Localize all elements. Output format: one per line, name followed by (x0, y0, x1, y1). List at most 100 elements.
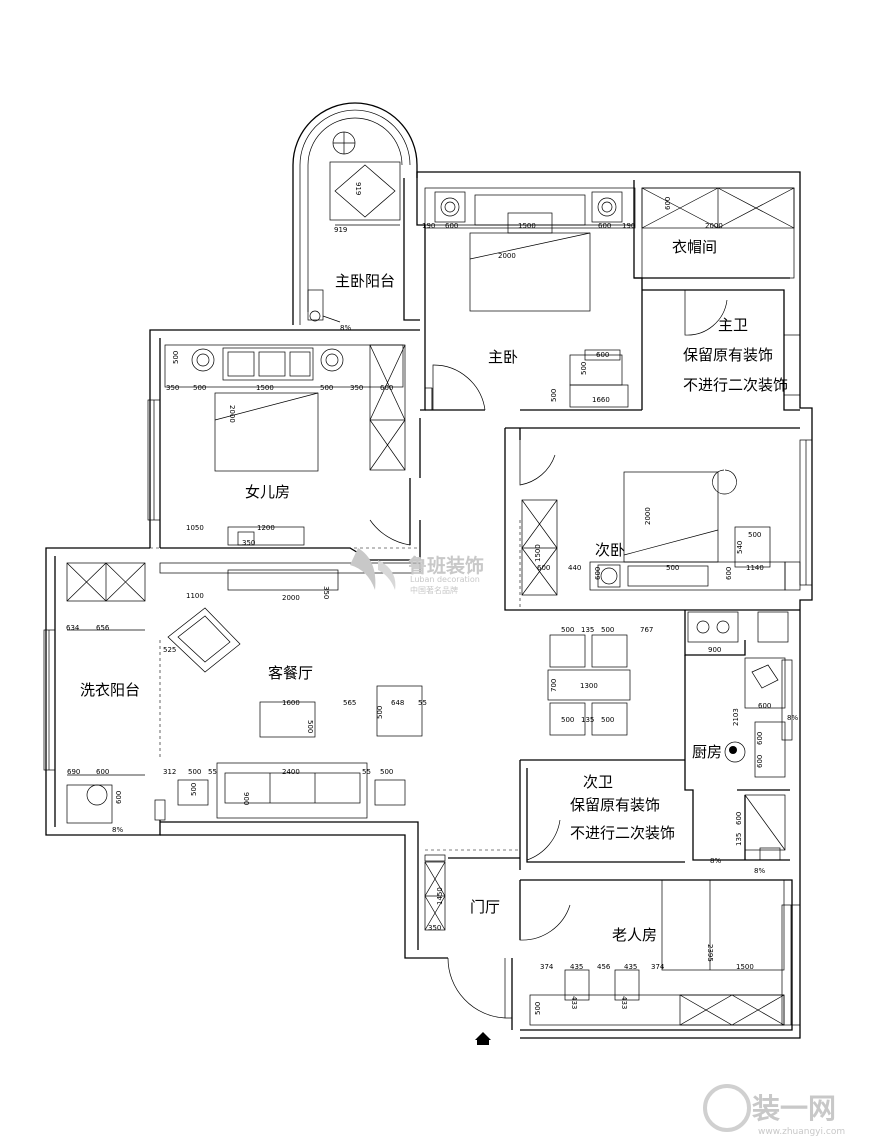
dim: 600 (598, 222, 611, 230)
dim: 900 (242, 792, 250, 805)
label-cloakroom: 衣帽间 (672, 238, 717, 256)
dim: 500 (376, 706, 384, 719)
dim: 456 (597, 963, 611, 971)
dim: 600 (380, 384, 393, 392)
dim: 600 (664, 197, 672, 210)
dim: 600 (445, 222, 458, 230)
dim: 350 (350, 384, 363, 392)
dim: 8% (710, 857, 721, 865)
dim: 500 (666, 564, 679, 572)
dim: 2000 (228, 405, 236, 423)
label-master-bath-2: 保留原有装饰 (683, 346, 773, 364)
dim: 1200 (257, 524, 275, 532)
dim: 500 (601, 626, 614, 634)
label-second-bath-3: 不进行二次装饰 (570, 824, 675, 842)
dim: 433 (570, 996, 578, 1009)
dim: 500 (190, 783, 198, 796)
room-labels: 主卧阳台 主卧 衣帽间 主卫 保留原有装饰 不进行二次装饰 女儿房 次卧 客餐厅… (80, 238, 788, 944)
dim: 2000 (498, 252, 516, 260)
dim: 500 (748, 531, 761, 539)
second-bedroom-furniture (521, 471, 801, 596)
dim: 2400 (282, 768, 300, 776)
label-second-bath-2: 保留原有装饰 (570, 796, 660, 814)
dim: 634 (66, 624, 80, 632)
label-kitchen: 厨房 (692, 743, 722, 761)
dim: 700 (550, 679, 558, 692)
dim: 690 (67, 768, 80, 776)
dim: 525 (163, 646, 176, 654)
dim: 2000 (705, 222, 723, 230)
label-elder-room: 老人房 (612, 926, 657, 944)
dim: 656 (96, 624, 110, 632)
dim: 600 (756, 755, 764, 768)
windows (43, 334, 813, 1026)
dim: 540 (736, 541, 744, 554)
dim: 500 (172, 351, 180, 364)
dim: 600 (537, 564, 550, 572)
label-master-bedroom: 主卧 (488, 348, 518, 366)
dim: 8% (787, 714, 798, 722)
dim: 350 (242, 539, 255, 547)
dim: 1500 (736, 963, 754, 971)
label-master-bath-1: 主卫 (718, 316, 748, 334)
dim: 374 (651, 963, 665, 971)
dim: 500 (561, 626, 574, 634)
dim: 350 (428, 924, 441, 932)
dim: 919 (354, 182, 362, 195)
watermark-site: 装一网 (752, 1092, 836, 1125)
dim: 500 (601, 716, 614, 724)
dim: 600 (735, 812, 743, 825)
dim: 55 (362, 768, 371, 776)
master-bedroom-furniture (424, 187, 795, 411)
label-master-bath-3: 不进行二次装饰 (683, 376, 788, 394)
dim: 1600 (282, 699, 300, 707)
dim: 440 (568, 564, 581, 572)
dim: 8% (340, 324, 351, 332)
dim: 2000 (282, 594, 300, 602)
dim: 1140 (746, 564, 764, 572)
dim: 1450 (436, 887, 444, 905)
daughter-room-furniture (164, 344, 406, 546)
living-dining-furniture (66, 562, 631, 819)
label-daughter-room: 女儿房 (245, 483, 290, 501)
zhuangyi-logo-icon (703, 1084, 751, 1132)
label-laundry-balcony: 洗衣阳台 (80, 681, 140, 699)
dim: 500 (561, 716, 574, 724)
dim: 919 (334, 226, 347, 234)
dim: 190 (622, 222, 635, 230)
foyer-elder (424, 861, 785, 1045)
label-foyer: 门厅 (470, 898, 500, 916)
dim: 350 (322, 586, 330, 599)
watermark-brand: 鲁班装饰 (407, 554, 484, 577)
dim: 8% (112, 826, 123, 834)
openings (150, 225, 686, 851)
luban-logo-accent-icon (378, 560, 396, 590)
dim: 648 (391, 699, 404, 707)
dim: 1050 (186, 524, 204, 532)
watermark-tagline: 中国著名品牌 (410, 585, 458, 595)
label-master-balcony: 主卧阳台 (335, 272, 395, 290)
dim: 600 (756, 732, 764, 745)
doors (369, 290, 737, 1019)
dim: 435 (624, 963, 637, 971)
label-second-bedroom: 次卧 (595, 541, 625, 559)
dim: 135 (735, 833, 743, 846)
dim: 500 (534, 1002, 542, 1015)
dim: 500 (380, 768, 393, 776)
dim: 600 (115, 791, 123, 804)
dim: 2000 (644, 507, 652, 525)
dim: 500 (188, 768, 201, 776)
master-balcony (307, 131, 401, 323)
dim: 1300 (580, 682, 598, 690)
luban-logo-icon (350, 548, 376, 590)
dim: 1660 (592, 396, 610, 404)
label-second-bath-1: 次卫 (583, 773, 613, 791)
dim: 2395 (706, 944, 714, 962)
dim: 135 (581, 626, 594, 634)
dim: 55 (208, 768, 217, 776)
dim: 600 (725, 567, 733, 580)
dim: 500 (193, 384, 206, 392)
dim: 600 (758, 702, 771, 710)
dim: 500 (320, 384, 333, 392)
dim: 1500 (518, 222, 536, 230)
